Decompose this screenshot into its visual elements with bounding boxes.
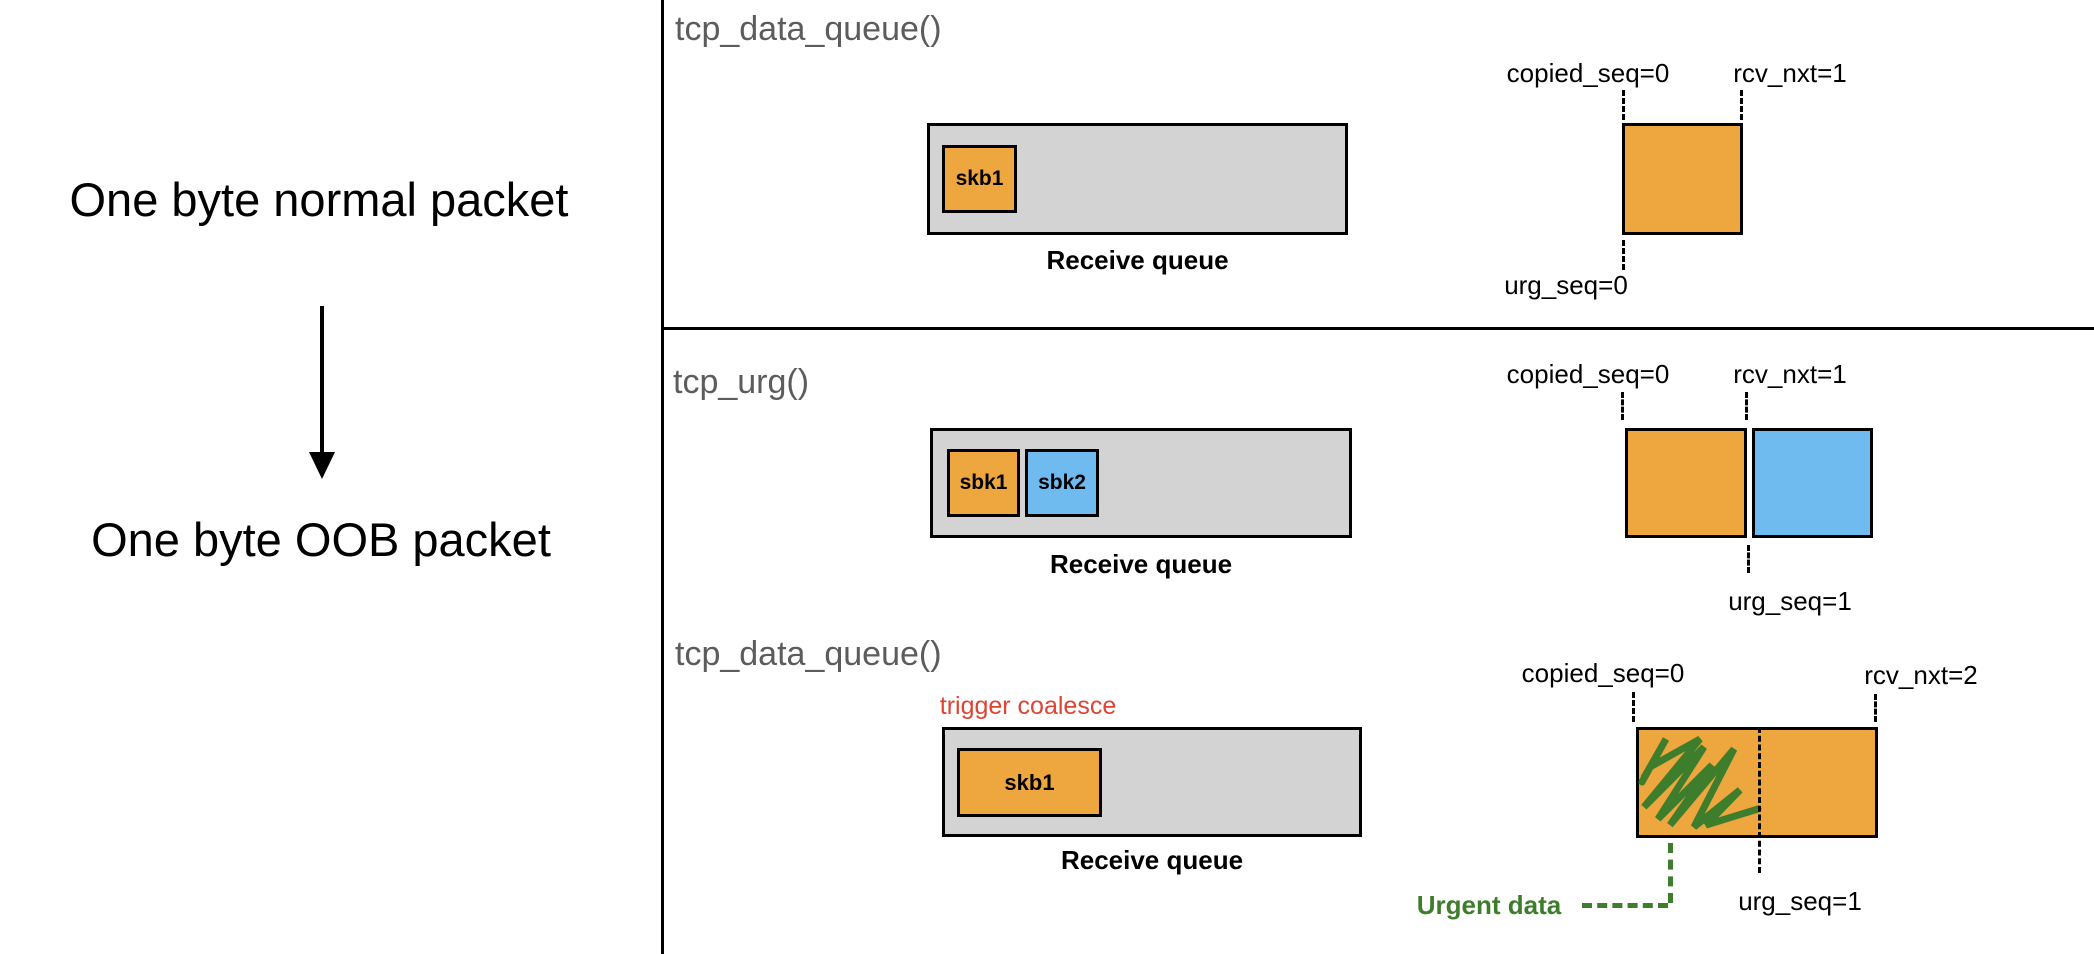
section2-rcv-nxt-label: rcv_nxt=1 [1733, 359, 1847, 389]
section1-receive-queue: skb1 [927, 123, 1348, 235]
left-bottom-label: One byte OOB packet [91, 513, 551, 566]
section3-skb1-label: skb1 [1004, 769, 1055, 795]
down-arrow-head [309, 452, 335, 479]
horizontal-divider [661, 327, 2094, 330]
section3-queue-caption: Receive queue [1060, 845, 1244, 875]
section3-function-label: tcp_data_queue() [675, 635, 942, 673]
section1-skb1-block: skb1 [942, 145, 1017, 213]
section2-function-label: tcp_urg() [673, 363, 810, 401]
section2-rcv-nxt-tick [1745, 392, 1748, 420]
section1-rcv-nxt-tick [1740, 90, 1743, 120]
section1-urg-seq-tick [1622, 240, 1625, 270]
section2-sbk2-block: sbk2 [1025, 449, 1099, 517]
section3-rcv-nxt-tick [1874, 694, 1877, 722]
section3-trigger-coalesce-note: trigger coalesce [939, 692, 1117, 720]
section3-copied-seq-label: copied_seq=0 [1521, 658, 1685, 688]
section1-function-label: tcp_data_queue() [675, 10, 942, 48]
section2-seq-byte0 [1625, 428, 1747, 538]
section3-receive-queue: skb1 [942, 727, 1362, 837]
section2-urg-seq-label: urg_seq=1 [1728, 586, 1852, 616]
section3-urg-seq-label: urg_seq=1 [1738, 886, 1862, 916]
left-top-label: One byte normal packet [69, 173, 569, 226]
section2-sbk2-label: sbk2 [1038, 471, 1086, 494]
section2-queue-caption: Receive queue [1049, 549, 1233, 579]
section1-copied-seq-label: copied_seq=0 [1506, 58, 1670, 88]
section1-copied-seq-tick [1622, 90, 1625, 120]
section2-seq-oob-byte [1752, 428, 1873, 538]
section2-copied-seq-tick [1621, 392, 1624, 420]
vertical-divider [661, 0, 664, 954]
section3-urg-seq-tick [1758, 727, 1761, 873]
urgent-data-pointer-horizontal [1582, 903, 1668, 908]
section1-skb1-label: skb1 [955, 167, 1004, 190]
section3-urgent-data-label: Urgent data [1416, 890, 1562, 920]
section1-rcv-nxt-label: rcv_nxt=1 [1733, 58, 1847, 88]
section2-sbk1-label: sbk1 [959, 471, 1008, 494]
down-arrow-shaft [320, 306, 324, 454]
urgent-data-pointer-vertical [1668, 843, 1673, 903]
section2-copied-seq-label: copied_seq=0 [1506, 359, 1670, 389]
section3-rcv-nxt-label: rcv_nxt=2 [1864, 660, 1978, 690]
section3-skb1-block: skb1 [957, 748, 1102, 817]
section1-queue-caption: Receive queue [1046, 245, 1229, 275]
section1-seq-byte0 [1622, 123, 1743, 235]
section1-urg-seq-label: urg_seq=0 [1504, 270, 1628, 300]
section2-sbk1-block: sbk1 [947, 449, 1020, 517]
urgent-data-scribble [1638, 735, 1762, 830]
section3-copied-seq-tick [1632, 692, 1635, 722]
section2-receive-queue: sbk1 sbk2 [930, 428, 1352, 538]
section2-urg-seq-tick [1747, 545, 1750, 573]
